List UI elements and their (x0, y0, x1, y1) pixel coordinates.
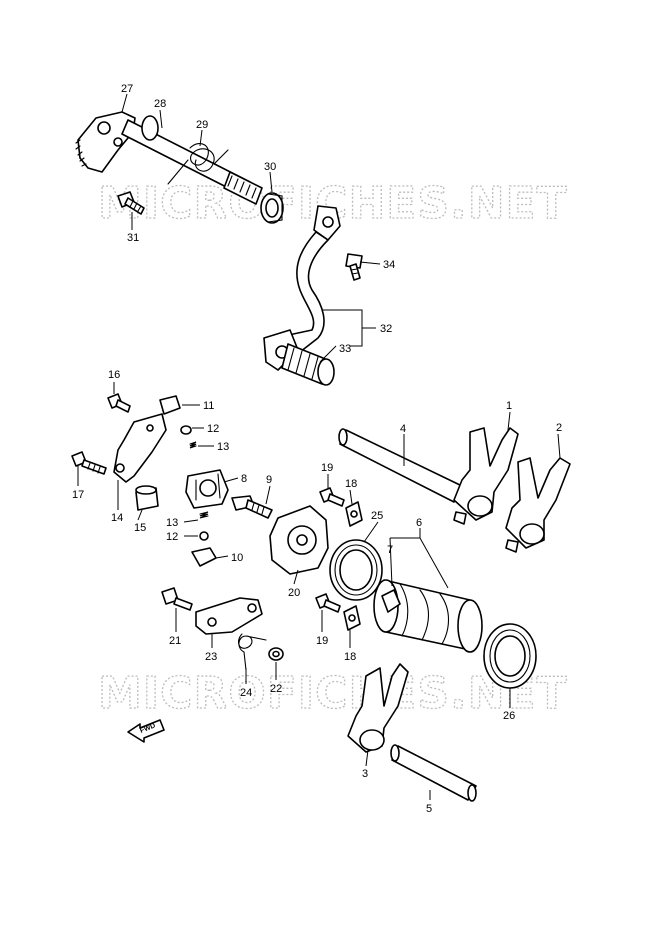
callout-22: 22 (270, 683, 282, 695)
fork-shaft-4 (338, 428, 463, 503)
cam-guide-20 (269, 505, 329, 575)
callout-23: 23 (205, 651, 217, 663)
bolt-19-upper (319, 487, 345, 507)
pawl-10 (191, 547, 217, 567)
callout-16: 16 (108, 369, 120, 381)
pawl-holder-8 (185, 469, 229, 509)
callout-15: 15 (134, 522, 146, 534)
shift-drum-6 (373, 579, 483, 653)
spring-24 (237, 633, 267, 671)
callout-12-lower: 12 (166, 531, 178, 543)
callout-9: 9 (266, 474, 272, 486)
callout-34: 34 (383, 259, 395, 271)
callout-6: 6 (416, 517, 422, 529)
callout-12-upper: 12 (207, 423, 219, 435)
collar-15 (135, 485, 159, 511)
stopper-plate-14 (113, 413, 167, 483)
callout-30: 30 (264, 161, 276, 173)
fwd-arrow-icon: FWD (127, 719, 165, 743)
callout-11: 11 (203, 400, 214, 412)
leader-lines (77, 93, 561, 800)
callout-13-upper: 13 (217, 441, 229, 453)
callout-13-lower: 13 (166, 517, 178, 529)
washer-22 (268, 647, 284, 661)
shift-fork-3 (347, 663, 409, 753)
spring-13-upper (189, 441, 197, 449)
bolt-31 (117, 191, 145, 215)
bolt-21 (161, 587, 193, 611)
gearshift-lever (263, 205, 341, 386)
callout-19-upper: 19 (321, 462, 333, 474)
callout-numbers: 27 28 29 30 31 34 32 33 16 11 12 13 8 9 … (72, 83, 562, 815)
callout-31: 31 (127, 232, 139, 244)
bolt-17 (71, 451, 107, 475)
callout-17: 17 (72, 489, 84, 501)
bearing-26 (483, 623, 537, 689)
gearshift-shaft-assembly (75, 111, 263, 205)
pin-12-lower (199, 531, 209, 541)
arm-23 (195, 597, 263, 635)
callout-2: 2 (556, 422, 562, 434)
fork-shaft-5 (390, 744, 477, 802)
plate-18-upper (345, 501, 363, 527)
callout-33: 33 (339, 343, 351, 355)
callout-14: 14 (111, 512, 123, 524)
callout-1: 1 (506, 400, 512, 412)
shift-fork-2 (505, 457, 571, 553)
bolt-19-lower (315, 593, 341, 613)
callout-27: 27 (121, 83, 133, 95)
callout-5: 5 (426, 803, 432, 815)
plate-18-lower (343, 605, 361, 631)
callout-25: 25 (371, 510, 383, 522)
callout-24: 24 (240, 687, 252, 699)
callout-10: 10 (231, 552, 243, 564)
bearing-25 (329, 539, 383, 601)
callout-3: 3 (362, 768, 368, 780)
callout-4: 4 (400, 423, 406, 435)
callout-18-lower: 18 (344, 651, 356, 663)
callout-18-upper: 18 (345, 478, 357, 490)
stopper-pin-11 (159, 395, 181, 415)
callout-29: 29 (196, 119, 208, 131)
callout-26: 26 (503, 710, 515, 722)
bolt-34 (345, 253, 363, 281)
pin-9 (231, 495, 273, 519)
callout-28: 28 (154, 98, 166, 110)
spring-13-lower (199, 511, 209, 519)
callout-32: 32 (380, 323, 392, 335)
shift-fork-1 (453, 427, 519, 525)
callout-19-lower: 19 (316, 635, 328, 647)
callout-7: 7 (387, 544, 393, 556)
oil-seal (260, 192, 284, 224)
callout-8: 8 (241, 473, 247, 485)
pin-12-upper (180, 425, 192, 435)
callout-20: 20 (288, 587, 300, 599)
callout-21: 21 (169, 635, 181, 647)
bolt-16 (107, 393, 131, 413)
